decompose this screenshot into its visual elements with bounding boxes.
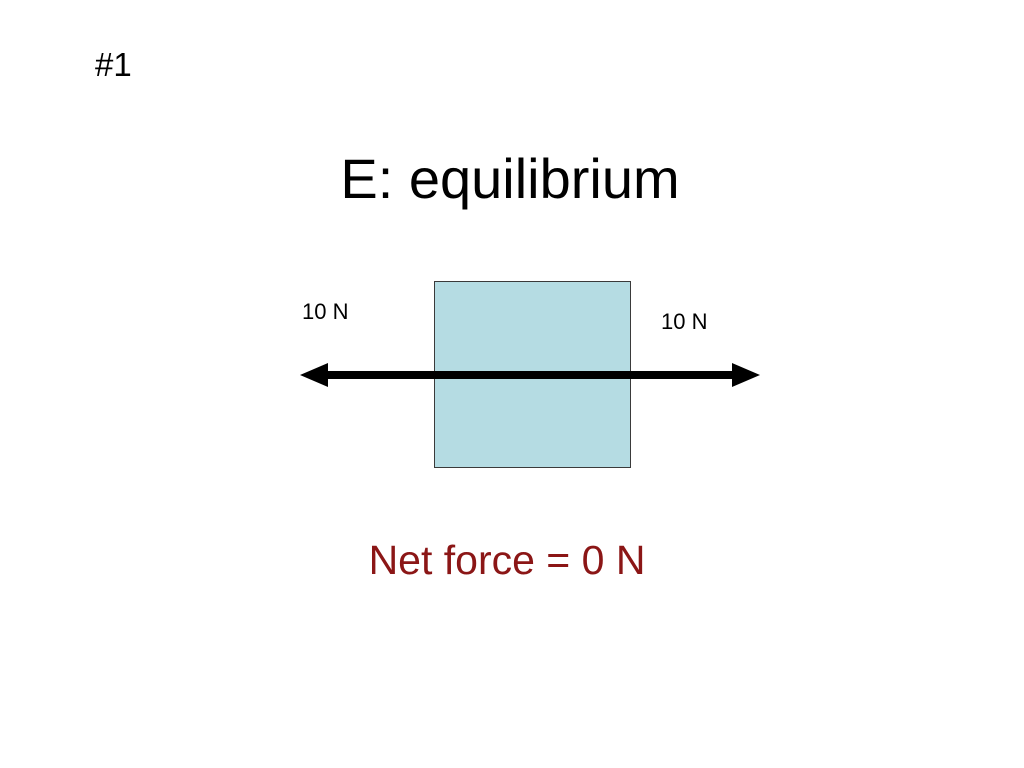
net-force-text: Net force = 0 N	[368, 537, 646, 583]
double-headed-force-arrow-icon	[300, 363, 760, 387]
page-title: E: equilibrium	[0, 147, 1024, 210]
force-label-left: 10 N	[302, 299, 349, 324]
slide-number-label: #1	[95, 46, 132, 83]
force-label-right: 10 N	[661, 309, 708, 334]
page-title-text: E: equilibrium	[340, 147, 680, 210]
net-force-caption: Net force = 0 N	[0, 537, 1024, 583]
